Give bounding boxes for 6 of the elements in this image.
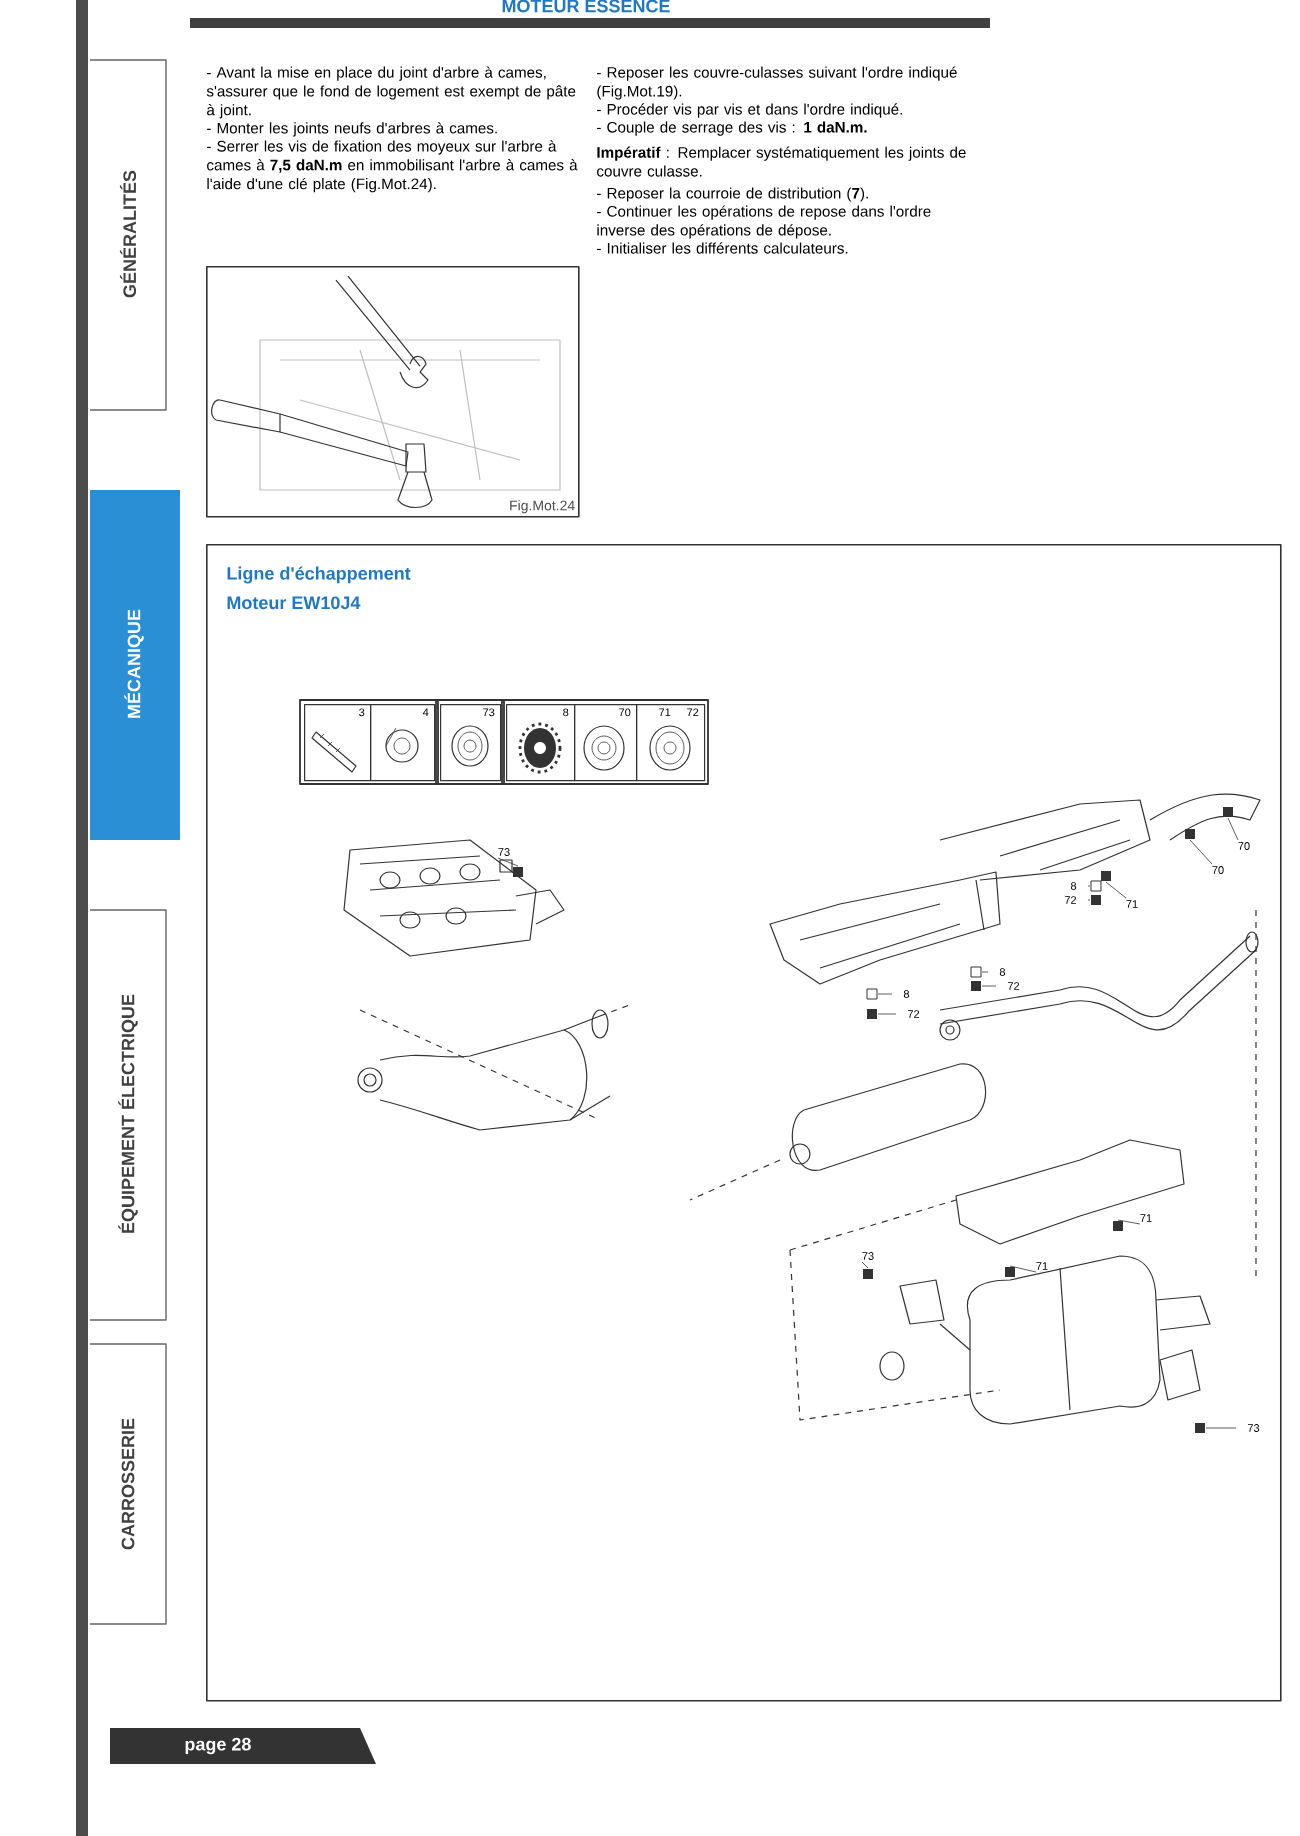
- section-heading: MOTEUR ESSENCE: [502, 0, 670, 13]
- section-tab: ÉQUIPEMENT ÉLECTRIQUE: [89, 909, 167, 1321]
- section-tab: GÉNÉRALITÉS: [89, 59, 167, 411]
- section-tab: CARROSSERIE: [89, 1343, 167, 1625]
- section-tab: MÉCANIQUE: [90, 490, 180, 840]
- page-number-band: page 28: [110, 1728, 376, 1764]
